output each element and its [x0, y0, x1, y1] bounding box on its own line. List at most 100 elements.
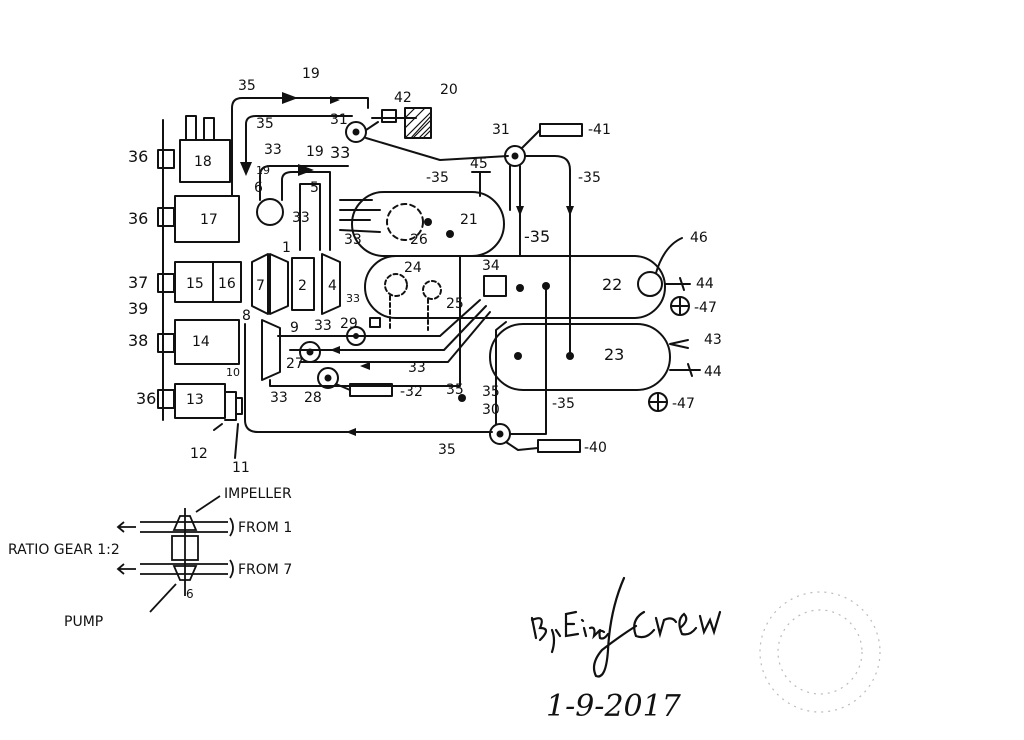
- label-25: 25: [446, 296, 464, 312]
- pump-shape: [172, 565, 198, 581]
- tank-23: [489, 323, 671, 391]
- stage-1: [269, 253, 289, 315]
- impeller-lead: [195, 495, 221, 513]
- pipe-31-2: [365, 121, 509, 161]
- label-39: 39: [128, 299, 148, 318]
- impeller-label: IMPELLER: [224, 486, 292, 502]
- from-7-label: FROM 7: [238, 562, 292, 578]
- pump-29-hub: [353, 333, 359, 339]
- lead-11: [234, 423, 239, 459]
- label-1: 1: [282, 240, 291, 256]
- label-26: 26: [410, 232, 428, 248]
- label-33-c: 33: [292, 210, 310, 226]
- label-29: 29: [340, 316, 358, 332]
- label-47-a: -47: [694, 300, 717, 316]
- label-35-g: 35: [482, 384, 500, 400]
- label-28: 28: [304, 390, 322, 406]
- pipe-35-upper: [245, 115, 353, 173]
- flow-arrow-down-35: [566, 206, 574, 216]
- label-27: 27: [286, 356, 304, 372]
- filter-20-hatch: [404, 107, 432, 139]
- arrow-left-upper: [116, 521, 136, 533]
- coupling-11: [235, 397, 243, 415]
- label-12: 12: [190, 446, 208, 462]
- heat-exchanger-6: [256, 198, 284, 226]
- pump-27: [299, 341, 321, 363]
- label-31-2: 31: [330, 112, 348, 128]
- pump-27-hub: [306, 348, 314, 356]
- lead-46: [655, 237, 683, 274]
- label-44-b: 44: [704, 364, 722, 380]
- label-17: 17: [200, 212, 218, 228]
- label-45: 45: [470, 156, 488, 172]
- signature: [530, 576, 722, 678]
- junction-dot: [514, 352, 522, 360]
- label-13: 13: [186, 392, 204, 408]
- label-24: 24: [404, 260, 422, 276]
- junction-dot: [446, 230, 454, 238]
- label-31: 31: [492, 122, 510, 138]
- label-33-f: 33: [314, 318, 332, 334]
- lead-45: [471, 171, 491, 197]
- pump-31-hub: [511, 152, 519, 160]
- stage-7: [251, 253, 269, 315]
- link-30-40: [505, 441, 539, 451]
- pipe-33-lower: [299, 311, 491, 363]
- label-36-a: 36: [128, 147, 148, 166]
- label-19-b: 19: [256, 164, 270, 177]
- pipe-35-down: [524, 155, 571, 357]
- pipe-35-30b: [495, 321, 507, 425]
- flow-arrow-left-33: [330, 346, 340, 354]
- label-23: 23: [604, 345, 624, 364]
- element-24: [384, 273, 408, 297]
- label-35-c: -35: [426, 170, 449, 186]
- component-42: [381, 109, 397, 123]
- driver-40: [537, 439, 581, 453]
- lead-44b: [669, 363, 701, 377]
- label-30: 30: [482, 402, 500, 418]
- signature-eric: [564, 610, 610, 640]
- label-10: 10: [226, 366, 240, 379]
- pipe-35-top: [231, 97, 369, 197]
- pipe-33-bundle: [259, 165, 349, 201]
- label-33-e: 33: [346, 292, 360, 305]
- label-41: -41: [588, 122, 611, 138]
- component-18-cap-2: [203, 117, 215, 141]
- coupling: [157, 333, 175, 353]
- lead-43: [669, 339, 689, 349]
- label-33-d: 33: [344, 232, 362, 248]
- label-35-f: 35: [446, 382, 464, 398]
- pipe-33-lower: [289, 305, 487, 351]
- signature-j: [592, 576, 638, 678]
- impeller-shape: [172, 515, 198, 531]
- pipe-33-lower: [277, 299, 481, 337]
- pipe-33-bundle: [299, 183, 321, 251]
- label-15: 15: [186, 276, 204, 292]
- element-26: [386, 203, 424, 241]
- label-16: 16: [218, 276, 236, 292]
- element-25: [422, 280, 442, 300]
- flow-arrow-right: [330, 96, 340, 104]
- label-42: 42: [394, 90, 412, 106]
- label-18: 18: [194, 154, 212, 170]
- inset-6-label: 6: [186, 587, 194, 601]
- label-35-i: 35: [438, 442, 456, 458]
- flow-arrow-left-35: [346, 428, 356, 436]
- driver-32: [349, 383, 393, 397]
- label-35-e: -35: [524, 227, 550, 246]
- coupling: [157, 389, 175, 409]
- flow-arrow-19-mid: [298, 164, 314, 176]
- component-34: [483, 275, 507, 297]
- pipe-35-left-loop: [244, 323, 493, 433]
- link-28-32: [335, 383, 351, 391]
- label-21: 21: [460, 212, 478, 228]
- label-11: 11: [232, 460, 250, 476]
- label-33-2: 33: [264, 142, 282, 158]
- flow-arrow-19-left: [240, 162, 252, 176]
- stage-4: [321, 253, 341, 315]
- label-44-a: 44: [696, 276, 714, 292]
- gear-inset: [116, 495, 234, 613]
- label-22: 22: [602, 275, 622, 294]
- pipe-33-lower: [269, 255, 461, 387]
